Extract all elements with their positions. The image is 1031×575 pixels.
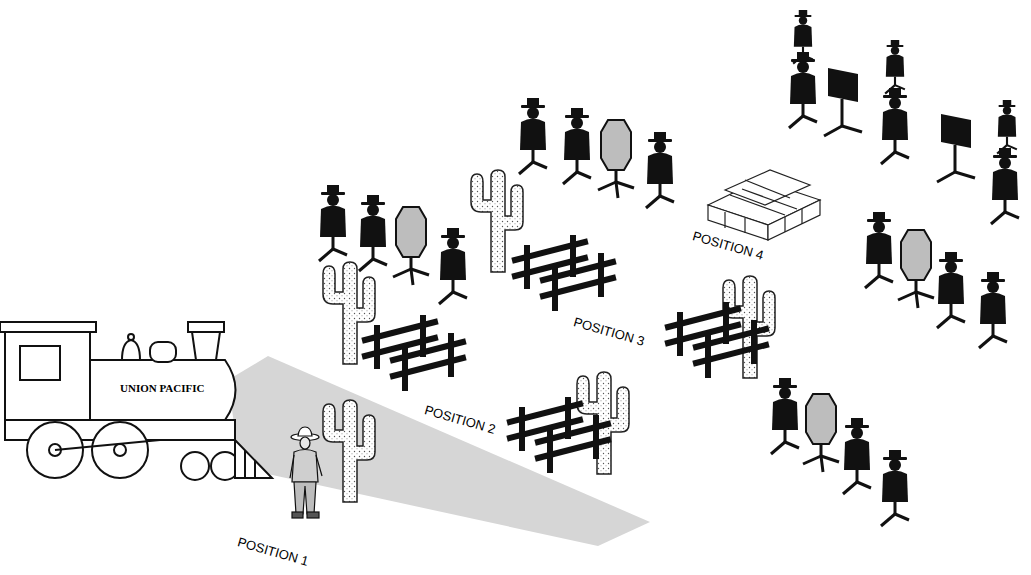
silhouette-target: [771, 378, 799, 454]
position-label: POSITION 1: [236, 534, 310, 569]
cactus-prop: [323, 262, 375, 364]
silhouette-target: [563, 108, 591, 184]
plate-target: [898, 230, 934, 308]
locomotive: [0, 322, 272, 480]
silhouette-target: [997, 100, 1017, 154]
fence-prop: [515, 238, 613, 308]
silhouette-target: [979, 272, 1007, 348]
cactus-prop: [323, 400, 375, 502]
silhouette-target: [519, 98, 547, 174]
silhouette-target: [937, 252, 965, 328]
position-label: POSITION 3: [572, 314, 646, 349]
silhouette-target: [843, 418, 871, 494]
plate-target: [803, 394, 839, 472]
silhouette-target: [881, 88, 909, 164]
square-target: [824, 68, 862, 136]
silhouette-target: [865, 212, 893, 288]
fence-prop: [365, 318, 463, 388]
silhouette-target: [359, 195, 387, 271]
silhouette-target: [881, 450, 909, 526]
silhouette-target: [991, 148, 1019, 224]
silhouette-target: [646, 132, 674, 208]
locomotive-name: UNION PACIFIC: [120, 382, 204, 394]
silhouette-target: [789, 52, 817, 128]
plate-target: [598, 120, 634, 198]
position-label: POSITION 4: [691, 228, 765, 263]
fence-prop: [668, 305, 766, 375]
cowboy-figure: [290, 427, 322, 518]
silhouette-target: [319, 185, 347, 261]
silhouette-target: [439, 228, 467, 304]
fence-prop: [510, 400, 608, 470]
plate-target: [393, 207, 429, 285]
position-label: POSITION 2: [423, 402, 497, 437]
silhouette-target: [885, 40, 905, 94]
walkway-band: [228, 356, 650, 546]
cactus-prop: [471, 170, 523, 272]
hay-bales: [708, 170, 820, 240]
square-target: [937, 114, 975, 182]
